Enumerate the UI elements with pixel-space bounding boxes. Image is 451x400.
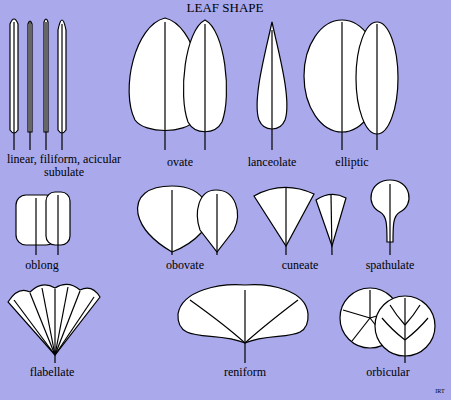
linear-leaves [10, 19, 66, 150]
shape-label: obovate [166, 259, 204, 272]
orbicular-leaves [340, 288, 435, 363]
ovate-leaves [129, 18, 226, 150]
shape-label: spathulate [366, 259, 415, 272]
shape-label: cuneate [282, 259, 319, 272]
diagram-title: LEAF SHAPE [187, 1, 264, 14]
cuneate-leaves [254, 187, 346, 255]
spathulate-leaf [371, 180, 409, 255]
shape-label: orbicular [366, 366, 409, 379]
watermark: IRT [435, 388, 444, 395]
oblong-leaves [16, 192, 70, 255]
elliptic-leaves [304, 20, 398, 150]
shape-label: flabellate [30, 366, 75, 379]
shape-label: reniform [224, 366, 266, 379]
lanceolate-leaf [257, 22, 287, 150]
reniform-leaf [178, 285, 308, 363]
shape-label: elliptic [335, 156, 368, 169]
shape-label: linear, filiform, acicular subulate [2, 153, 126, 179]
shape-label: ovate [167, 156, 193, 169]
obovate-leaves [138, 186, 238, 255]
shape-label: lanceolate [248, 156, 297, 169]
flabellate-leaf [8, 284, 100, 363]
shape-label: oblong [25, 259, 58, 272]
